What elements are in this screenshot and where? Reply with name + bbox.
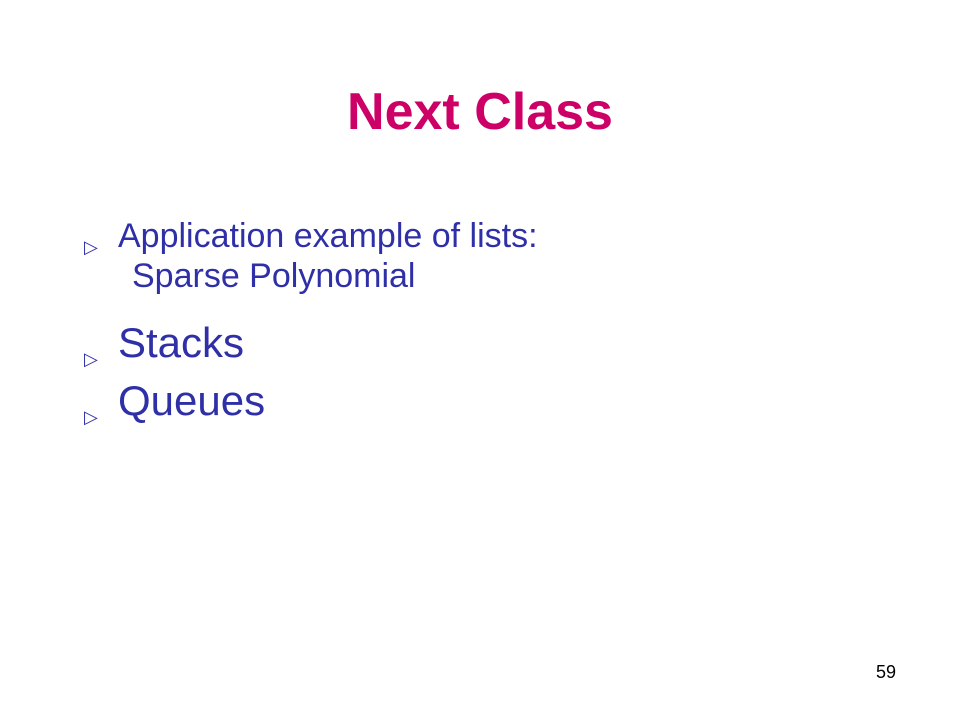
bullet-item-application-example: ▷ Application example of lists: Sparse P… xyxy=(84,216,884,296)
triangle-right-outline-icon: ▷ xyxy=(84,349,98,369)
bullet-text: Queues xyxy=(118,377,266,424)
bullet-item-stacks: ▷ Stacks xyxy=(84,318,884,369)
bullet-text-line2: Sparse Polynomial xyxy=(132,257,416,295)
bullet-list: ▷ Application example of lists: Sparse P… xyxy=(84,216,884,427)
bullet-text-line1: Application example of lists: xyxy=(118,217,538,255)
page-number: 59 xyxy=(875,662,896,682)
triangle-right-outline-icon: ▷ xyxy=(84,407,98,427)
triangle-right-outline-icon: ▷ xyxy=(84,237,98,257)
slide-title: Next Class xyxy=(347,83,613,141)
bullet-item-queues: ▷ Queues xyxy=(84,376,884,427)
bullet-text: Stacks xyxy=(118,319,245,366)
